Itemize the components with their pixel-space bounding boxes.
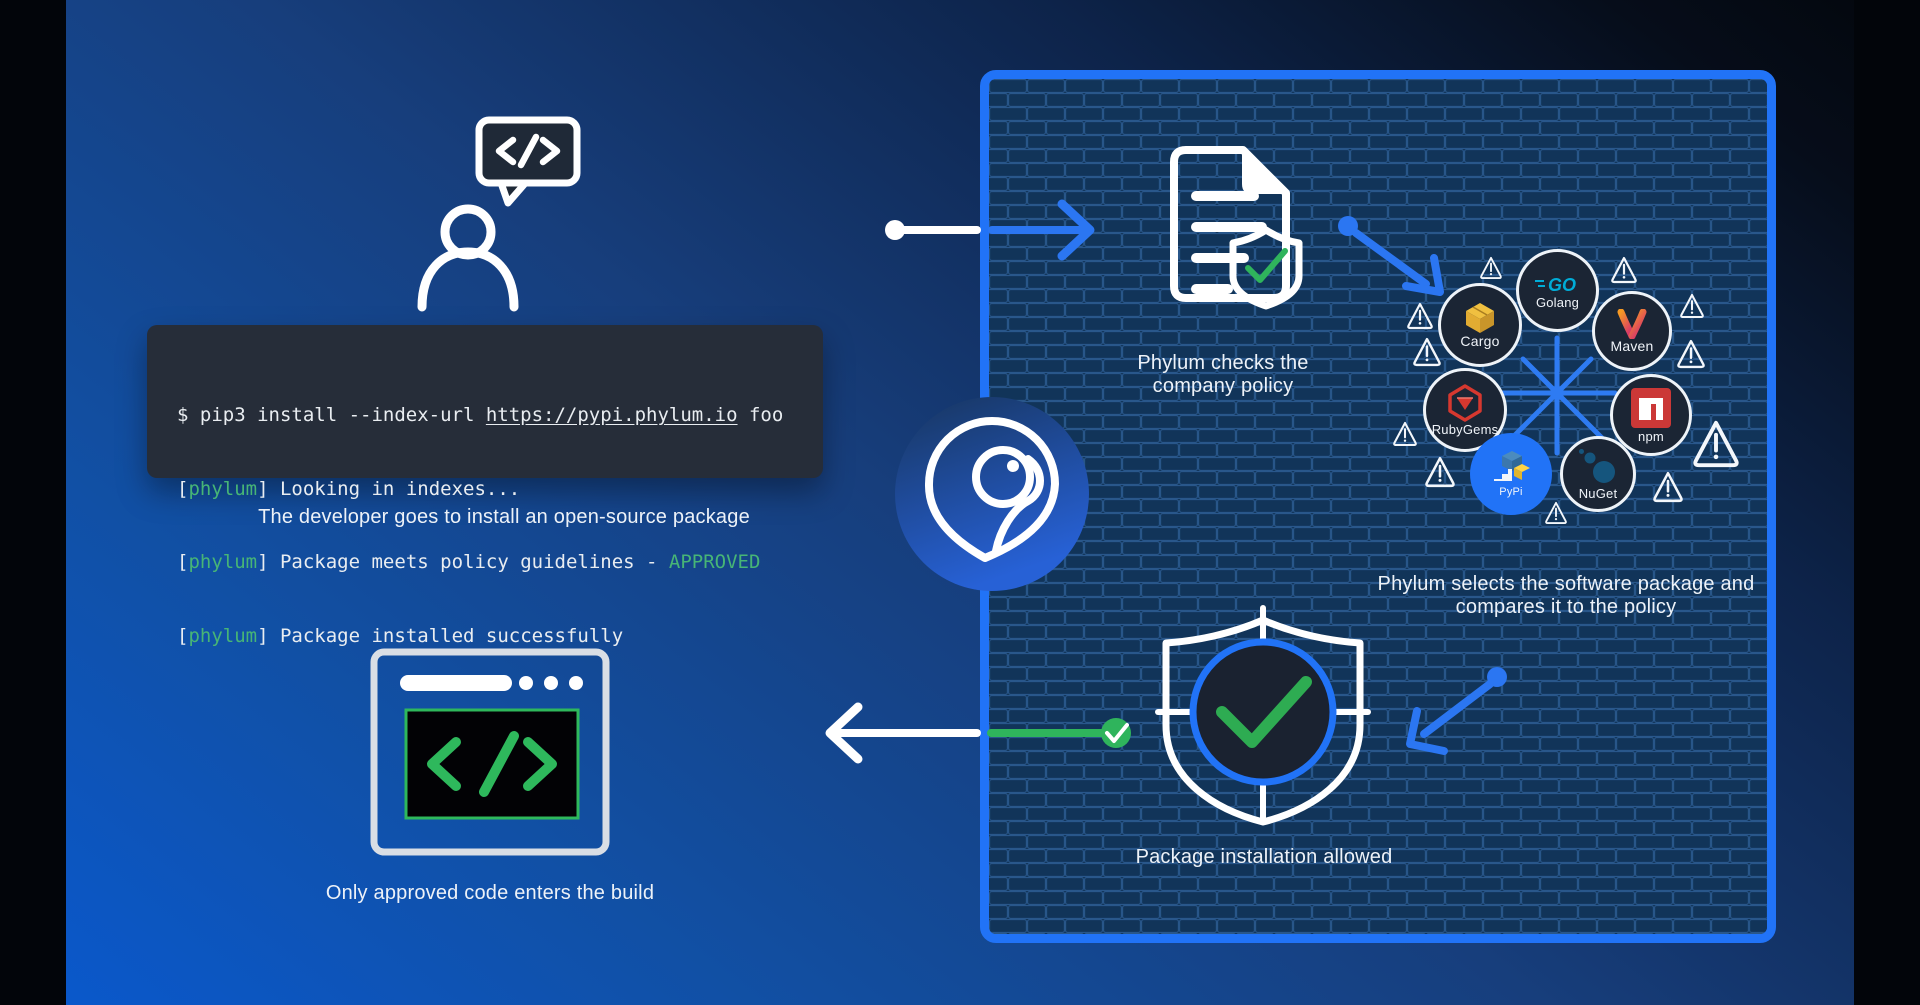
package-golang: GO Golang (1516, 249, 1599, 332)
policy-caption: Phylum checks the company policy (1110, 352, 1336, 398)
terminal-window: $ pip3 install --index-url https://pypi.… (147, 325, 823, 647)
approved-status: APPROVED (668, 551, 761, 573)
package-pypi: PyPi (1470, 433, 1552, 515)
select-caption: Phylum selects the software package and … (1370, 573, 1762, 619)
package-label: NuGet (1578, 486, 1618, 501)
brick-pattern (989, 79, 1767, 934)
pypi-logo (1494, 451, 1530, 481)
package-label: PyPi (1499, 486, 1523, 498)
cargo-logo (1466, 303, 1494, 333)
package-label: RubyGems (1431, 422, 1499, 437)
maven-logo (1617, 309, 1647, 339)
package-label: Cargo (1460, 333, 1500, 349)
left-letterbox (0, 0, 66, 1005)
select-caption-line1: Phylum selects the software package and (1377, 573, 1755, 595)
blueprint-panel (980, 70, 1776, 943)
developer-caption: The developer goes to install an open-so… (258, 506, 750, 528)
svg-text:GO: GO (1548, 275, 1576, 295)
package-npm: npm (1610, 374, 1692, 456)
allowed-caption: Package installation allowed (1135, 846, 1393, 868)
terminal-log-line: [phylum] Package installed successfully (177, 624, 624, 647)
rubygems-logo (1448, 384, 1482, 422)
package-nuget: NuGet (1560, 436, 1636, 512)
package-label: Golang (1535, 294, 1580, 310)
select-caption-line2: compares it to the policy (1455, 596, 1677, 618)
package-maven: Maven (1592, 291, 1672, 371)
package-label: npm (1638, 429, 1664, 444)
terminal-command-line: $ pip3 install --index-url https://pypi.… (177, 404, 784, 426)
package-label: Maven (1610, 338, 1654, 354)
policy-caption-line2: company policy (1152, 375, 1294, 397)
phylum-index-url: https://pypi.phylum.io (485, 404, 738, 426)
right-letterbox (1854, 0, 1920, 1005)
golang-logo: GO (1534, 275, 1576, 295)
terminal-log-line: [phylum] Looking in indexes... (177, 477, 521, 500)
terminal-log-line: [phylum] Package meets policy guidelines… (177, 551, 761, 573)
policy-caption-line1: Phylum checks the (1137, 352, 1309, 374)
build-caption: Only approved code enters the build (325, 882, 655, 904)
npm-logo (1631, 388, 1671, 428)
nuget-logo (1579, 449, 1615, 483)
package-cargo: Cargo (1438, 283, 1522, 367)
